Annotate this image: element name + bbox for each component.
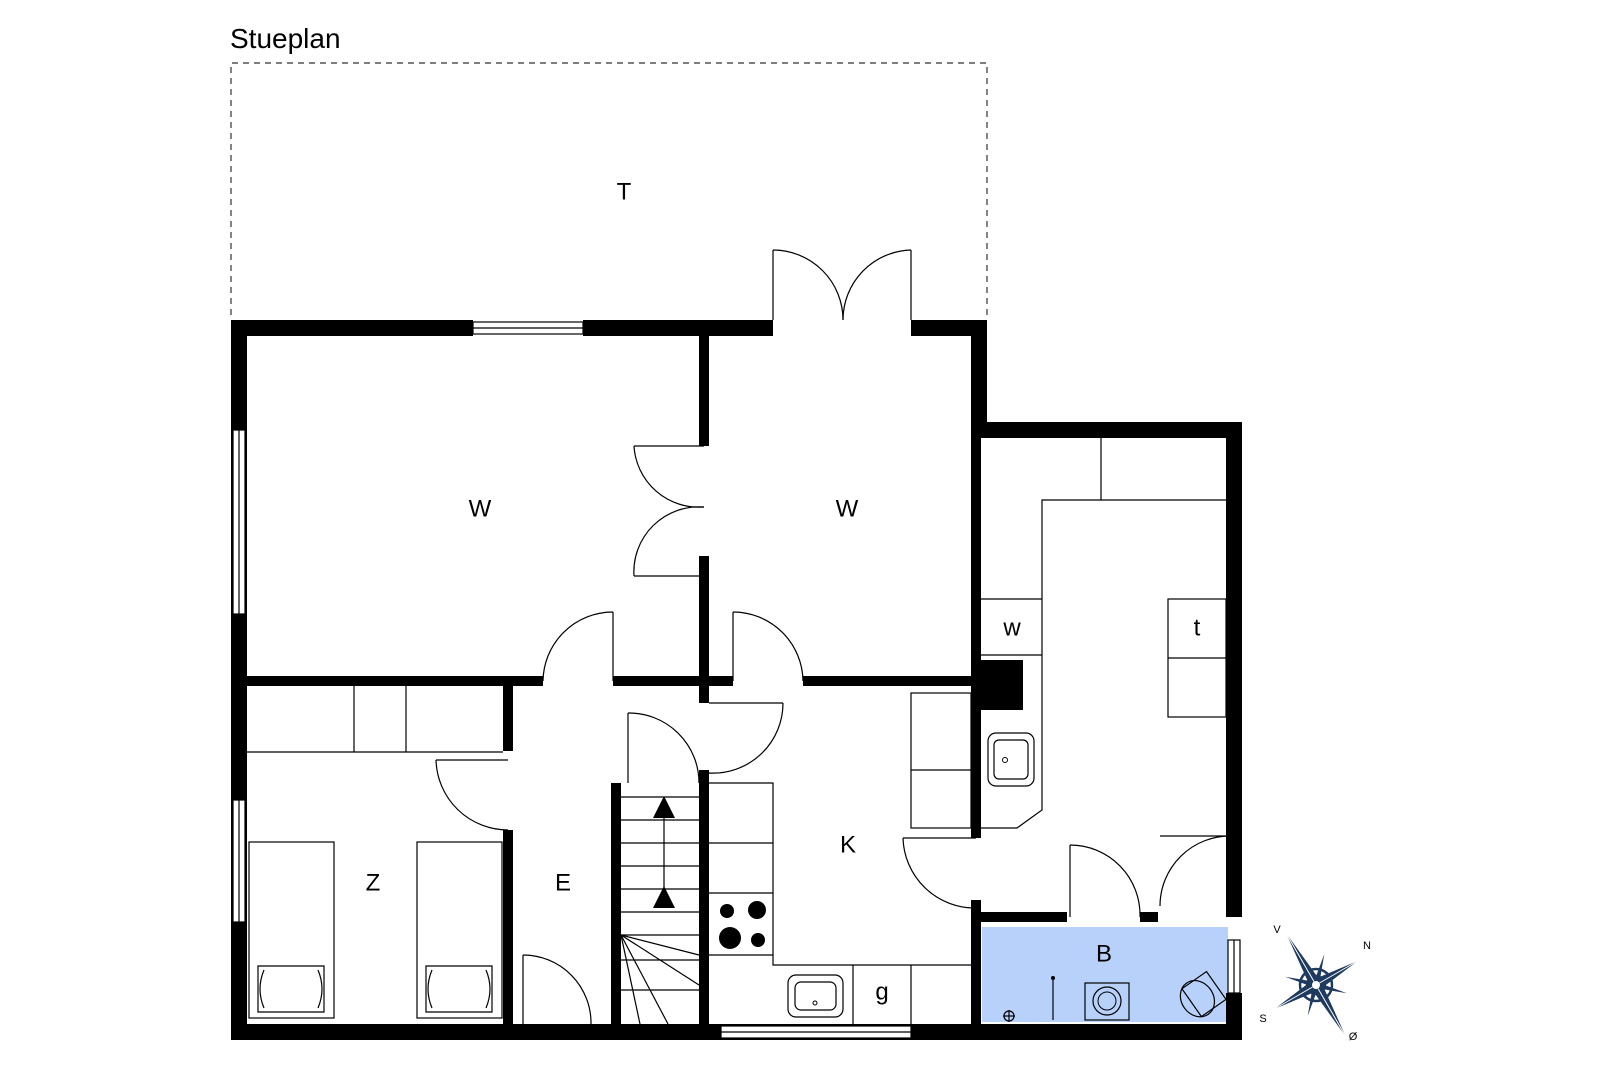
kitchen-furniture bbox=[709, 692, 972, 1024]
room-label-bathroom: B bbox=[1096, 940, 1112, 967]
room-label-kitchen: K bbox=[840, 831, 856, 858]
label-fridge: g bbox=[875, 978, 888, 1005]
utility-furniture bbox=[981, 438, 1227, 829]
compass-icon: V N S Ø bbox=[1259, 924, 1371, 1043]
plan-title: Stueplan bbox=[230, 23, 341, 54]
bathroom-fixtures bbox=[1003, 970, 1227, 1022]
windows bbox=[232, 321, 1241, 1039]
compass-label-s: S bbox=[1259, 1013, 1266, 1025]
interior-walls bbox=[247, 336, 1158, 1024]
room-labels: T W W Z E K B w t g bbox=[366, 178, 1201, 1005]
terrace-outline bbox=[230, 62, 988, 315]
bathroom-area bbox=[982, 927, 1228, 1022]
compass-label-o: Ø bbox=[1349, 1031, 1358, 1043]
doors bbox=[435, 249, 1232, 1025]
staircase bbox=[620, 796, 700, 1025]
compass-label-n: N bbox=[1363, 940, 1371, 952]
label-washer: w bbox=[1002, 614, 1021, 641]
compass-label-v: V bbox=[1273, 924, 1281, 936]
room-label-bedroom: Z bbox=[366, 869, 381, 896]
room-label-entrance: E bbox=[555, 869, 571, 896]
label-dryer: t bbox=[1194, 614, 1201, 641]
room-label-living-left: W bbox=[469, 495, 492, 522]
bedroom-furniture bbox=[247, 686, 503, 1019]
room-label-terrace: T bbox=[617, 178, 632, 205]
room-label-living-right: W bbox=[836, 495, 859, 522]
